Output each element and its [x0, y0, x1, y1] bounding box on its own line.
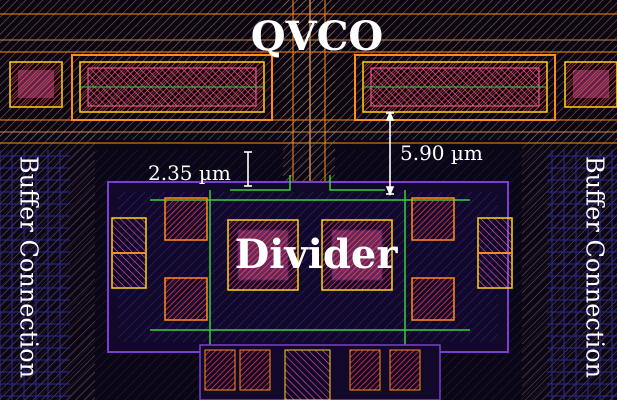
- horizontal-dimension-label: 2.35 µm: [148, 161, 231, 185]
- dimension-vertical: [385, 110, 395, 197]
- bottom-cell-row: [199, 344, 441, 400]
- qvco-label: QVCO: [251, 13, 384, 60]
- buffer-connection-right-label: Buffer Connection: [581, 156, 609, 378]
- qvco-right-bank: [354, 54, 556, 121]
- qvco-left-bank: [71, 54, 273, 121]
- qvco-edge-cells: [9, 61, 617, 108]
- vertical-dimension-label: 5.90 µm: [400, 141, 483, 165]
- divider-label: Divider: [235, 231, 399, 278]
- buffer-connection-left-label: Buffer Connection: [15, 156, 43, 378]
- transistor-stacks: [111, 197, 513, 321]
- dimension-horizontal: [244, 151, 252, 187]
